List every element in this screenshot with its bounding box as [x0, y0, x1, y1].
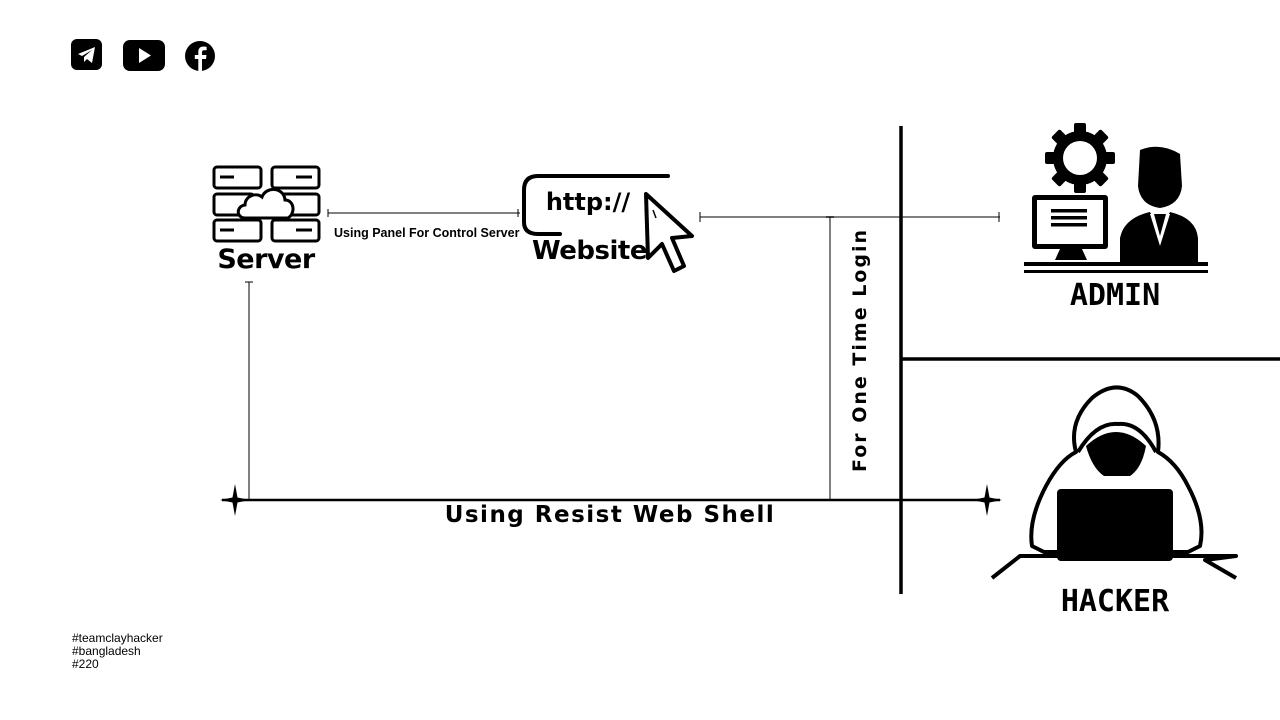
hooded-hacker-icon	[990, 385, 1238, 580]
facebook-icon[interactable]	[184, 38, 218, 74]
hashtag: #220	[72, 657, 99, 671]
admin-label: ADMIN	[1069, 278, 1161, 313]
edge-label-web-shell: Using Resist Web Shell	[444, 502, 776, 528]
hashtag: #teamclayhacker	[72, 631, 163, 645]
cloud-server-icon	[212, 165, 321, 243]
hashtag: #bangladesh	[72, 644, 141, 658]
telegram-icon[interactable]	[70, 38, 122, 74]
server-label: Server	[217, 244, 315, 275]
browser-window-icon	[522, 174, 670, 236]
hashtags: #teamclayhacker #bangladesh #220	[72, 632, 163, 671]
cursor-click-icon	[644, 192, 694, 273]
admin-computer-icon	[1024, 123, 1208, 273]
website-label: Website	[532, 236, 647, 266]
hacker-label: HACKER	[1060, 584, 1170, 619]
edge-label-login-text: For One Time Login	[849, 228, 871, 472]
social-icons	[70, 38, 218, 74]
edge-label-server-website: Using Panel For Control Server	[334, 226, 520, 240]
url-text: http://	[545, 188, 631, 216]
youtube-icon[interactable]	[122, 38, 184, 74]
